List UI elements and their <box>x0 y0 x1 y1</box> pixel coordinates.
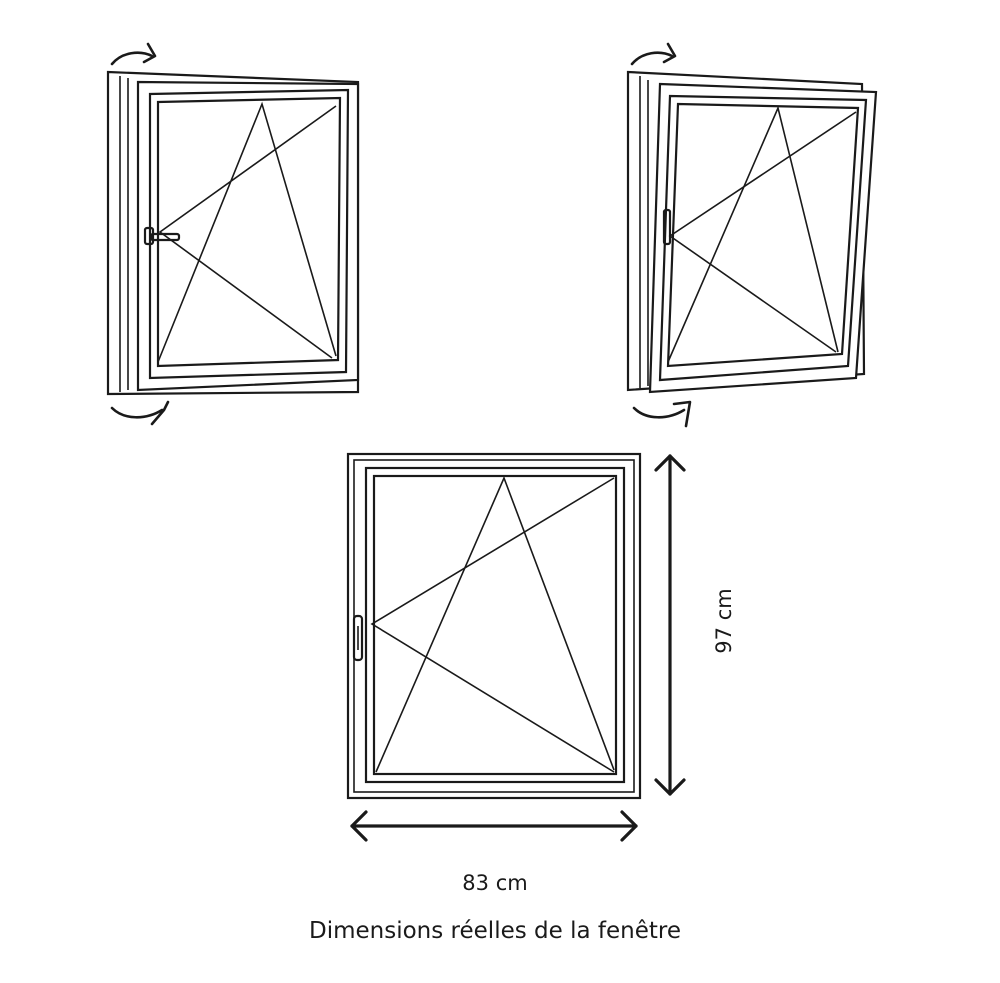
window-tilt-open-icon <box>626 42 878 428</box>
curved-arrow-icon <box>110 51 154 66</box>
double-arrow-icon <box>350 810 638 842</box>
window-casement-open-icon <box>106 42 360 426</box>
curved-arrow-icon <box>110 406 164 419</box>
window-front-view-icon <box>346 452 642 800</box>
curved-arrow-icon <box>630 51 674 66</box>
curved-arrow-icon <box>632 406 686 419</box>
caption: Dimensions réelles de la fenêtre <box>309 918 681 944</box>
height-dimension-label: 97 cm <box>712 588 736 654</box>
double-arrow-icon <box>654 454 686 796</box>
width-dimension-label: 83 cm <box>462 871 528 895</box>
